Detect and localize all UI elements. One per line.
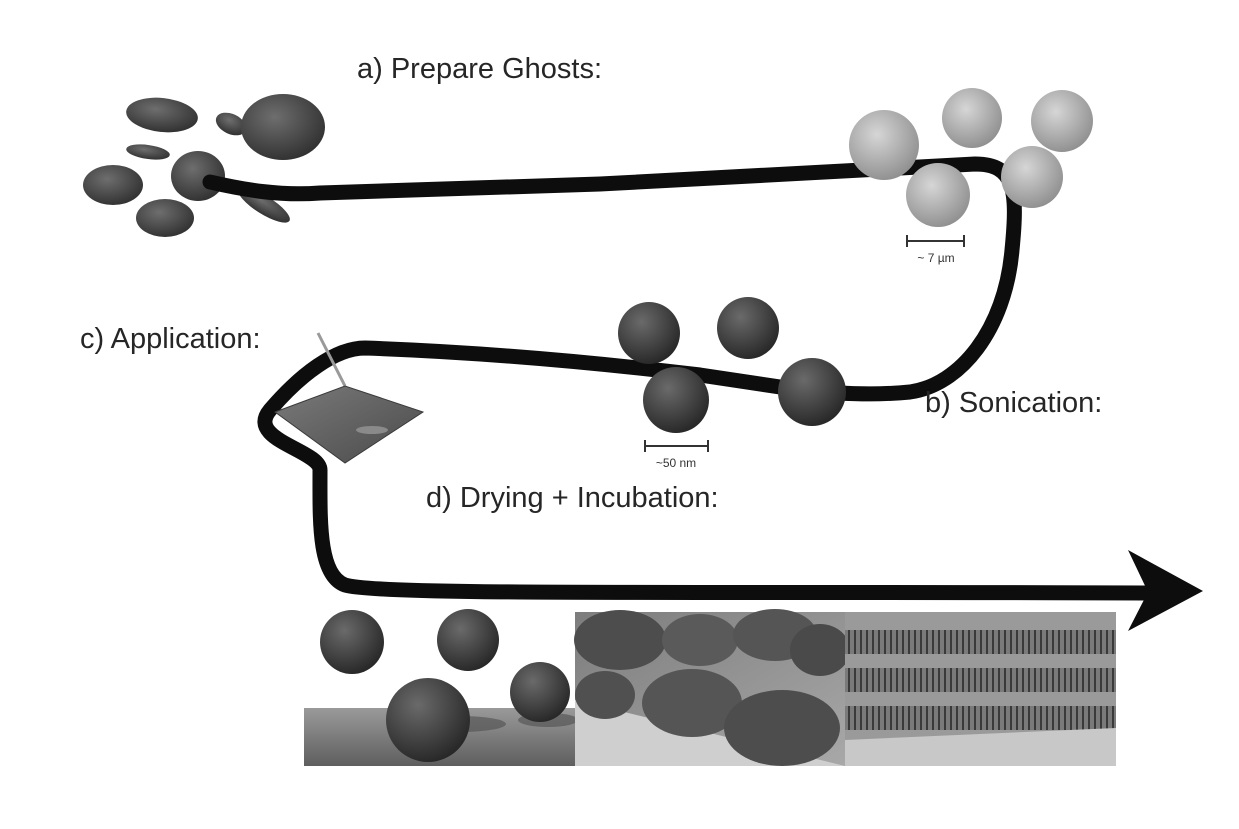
ghost-cell bbox=[942, 88, 1002, 148]
vesicle bbox=[778, 358, 846, 426]
step-b-label: b) Sonication: bbox=[925, 387, 1102, 419]
ghost-cell bbox=[1031, 90, 1093, 152]
drying-panel-1 bbox=[304, 609, 578, 766]
drying-panel-2 bbox=[574, 609, 850, 766]
step-c-label: c) Application: bbox=[80, 323, 261, 355]
vesicle-scale-label: ~50 nm bbox=[656, 456, 696, 470]
droplet bbox=[356, 426, 388, 434]
red-blood-cell bbox=[125, 142, 171, 162]
red-blood-cell bbox=[241, 94, 325, 160]
ghost-cell bbox=[849, 110, 919, 180]
red-blood-cell bbox=[124, 94, 199, 135]
vesicle bbox=[437, 609, 499, 671]
step-a-label: a) Prepare Ghosts: bbox=[357, 53, 602, 85]
step-d-label: d) Drying + Incubation: bbox=[426, 482, 719, 514]
vesicle bbox=[510, 662, 570, 722]
red-blood-cells bbox=[83, 94, 325, 237]
ghost-scale-bar: ~ 7 µm bbox=[907, 235, 964, 265]
vesicle bbox=[717, 297, 779, 359]
vesicle-scale-bar: ~50 nm bbox=[645, 440, 708, 470]
ghost-cell bbox=[906, 163, 970, 227]
red-blood-cell bbox=[83, 165, 143, 205]
drying-panel-3 bbox=[845, 612, 1116, 766]
vesicle bbox=[618, 302, 680, 364]
ghost-cell bbox=[1001, 146, 1063, 208]
vesicle bbox=[643, 367, 709, 433]
ghost-scale-label: ~ 7 µm bbox=[917, 251, 954, 265]
vesicle bbox=[386, 678, 470, 762]
red-blood-cell bbox=[136, 199, 194, 237]
vesicle bbox=[320, 610, 384, 674]
